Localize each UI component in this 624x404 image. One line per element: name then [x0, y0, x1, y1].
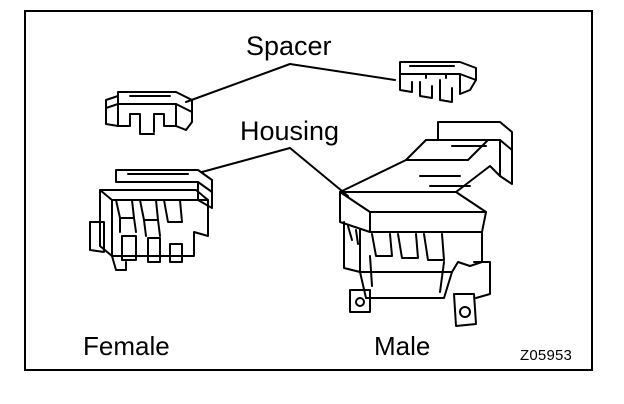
female-connector-icon [89, 169, 213, 271]
housing-label: Housing [240, 116, 340, 146]
leader-lines [185, 63, 396, 197]
left-spacer-icon [105, 91, 193, 135]
housing-leader-line [201, 147, 349, 197]
spacer-label: Spacer [246, 31, 332, 61]
right-spacer-icon [399, 61, 477, 103]
figure-code: Z05953 [520, 347, 573, 364]
male-label: Male [374, 331, 431, 361]
male-connector-icon [339, 121, 513, 327]
spacer-leader-line [185, 63, 396, 103]
female-label: Female [83, 331, 170, 361]
